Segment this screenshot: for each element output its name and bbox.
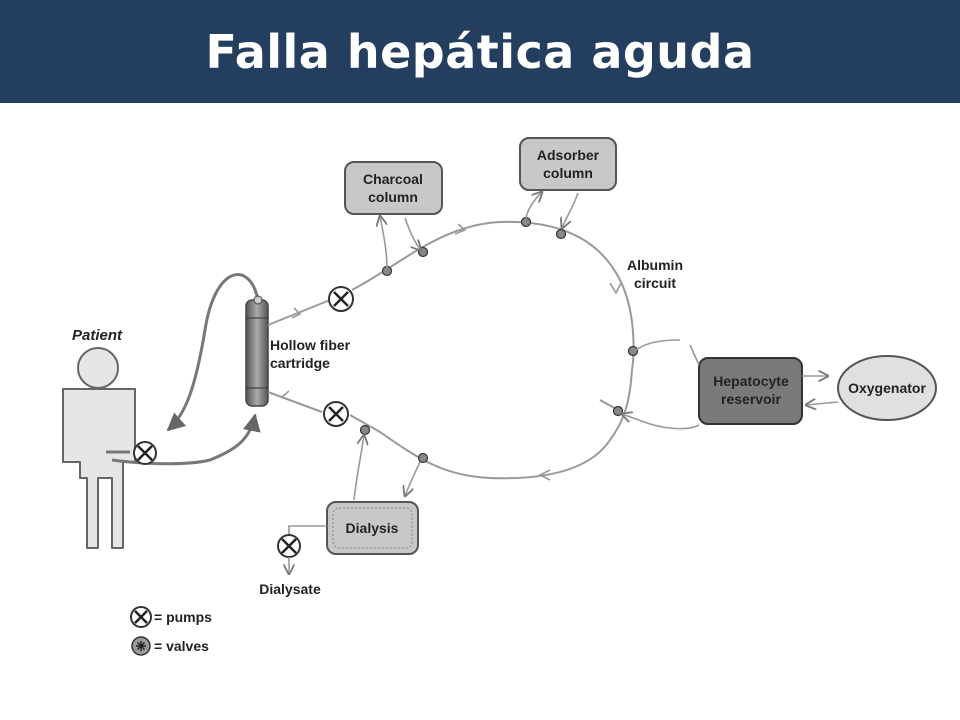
valve-marker [520,216,532,228]
dialysate-pump-marker [277,534,301,558]
oxygenator: Oxygenator [837,355,937,421]
title-bar: Falla hepática aguda [0,0,960,103]
oxygenator-label: Oxygenator [848,380,926,396]
hollow-fiber-cartridge: Hollow fiber cartridge [245,295,351,407]
hepatocyte-reservoir: Hepatocyte reservoir [622,339,839,430]
legend: = pumps = valves [130,606,212,656]
dialysate-label: Dialysate [259,581,321,597]
hepatocyte-label-2: reservoir [721,391,781,407]
adsorber-label-1: Adsorber [537,147,600,163]
legend-valves-label: = valves [154,638,209,654]
charcoal-column: Charcoal column [344,161,443,269]
adsorber-column: Adsorber column [519,137,617,228]
valve-marker [612,405,624,417]
pump-marker [133,441,157,465]
valve-marker [359,424,371,436]
slide-title: Falla hepática aguda [205,24,755,79]
albumin-label-1: Albumin [627,257,683,273]
hollow-fiber-label-1: Hollow fiber [270,337,351,353]
hepatocyte-label-1: Hepatocyte [713,373,789,389]
valve-marker [555,228,567,240]
hollow-fiber-label-2: cartridge [270,355,330,371]
pump-marker [323,401,349,427]
charcoal-label-2: column [368,189,418,205]
pump-marker [328,286,354,312]
patient-figure: Patient [62,327,136,549]
dialysis-label: Dialysis [346,520,399,536]
valve-marker [627,345,639,357]
adsorber-label-2: column [543,165,593,181]
circuit-pumps [133,286,354,465]
albumin-label-2: circuit [634,275,676,291]
dialysis-unit: Dialysis Dialysate [259,435,421,597]
legend-pumps-label: = pumps [154,609,212,625]
legend-valve-icon [131,636,151,656]
flow-arrows [280,223,622,481]
charcoal-label-1: Charcoal [363,171,423,187]
circuit-valves [359,216,639,464]
valve-marker [417,452,429,464]
patient-label: Patient [72,327,123,344]
legend-pump-icon [130,606,152,628]
